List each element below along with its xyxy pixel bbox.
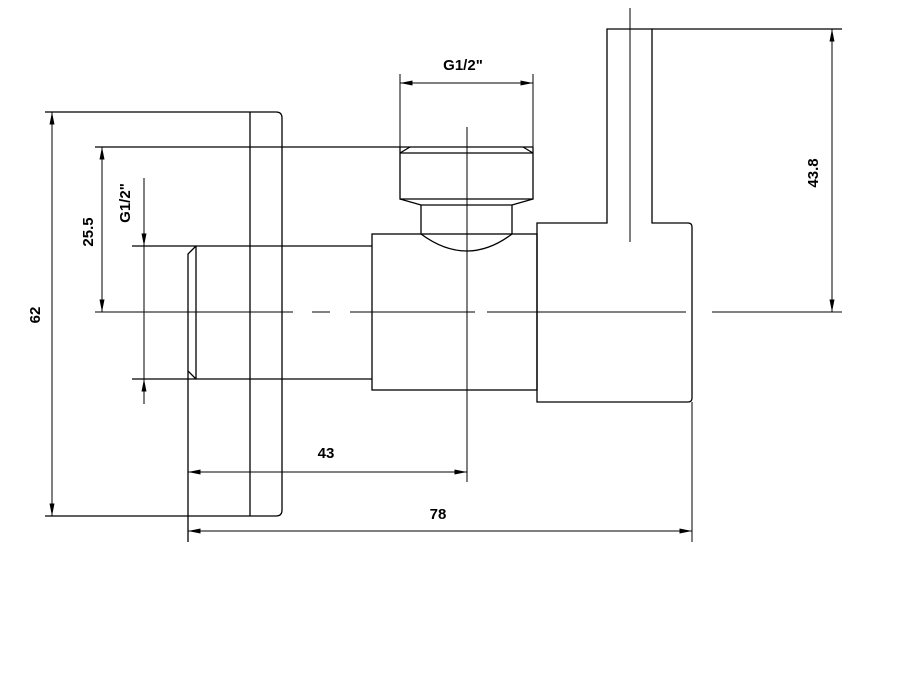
inlet-pipe: [132, 245, 372, 542]
dim-label-78: 78: [430, 506, 447, 523]
wall-flange: [45, 111, 283, 517]
dimension-inlet-offset: 25.5: [80, 147, 105, 312]
dim-label-inlet-thread: G1/2": [117, 183, 134, 223]
centerlines: [95, 8, 842, 482]
dim-label-62: 62: [27, 307, 44, 324]
dim-label-outlet-thread: G1/2": [443, 57, 483, 74]
dimension-outlet-thread: G1/2": [399, 57, 534, 147]
dimension-outlet-axis: 43: [188, 445, 467, 475]
dim-label-43-8: 43.8: [805, 158, 822, 187]
dimension-inlet-thread: G1/2": [117, 178, 147, 404]
dim-label-43: 43: [318, 445, 335, 462]
dimension-overall-height: 62: [27, 112, 55, 516]
valve-body: [371, 28, 842, 403]
dimension-overall-length: 78: [188, 402, 693, 542]
dimension-handle-height: 43.8: [805, 29, 835, 312]
dim-label-25-5: 25.5: [80, 217, 97, 246]
